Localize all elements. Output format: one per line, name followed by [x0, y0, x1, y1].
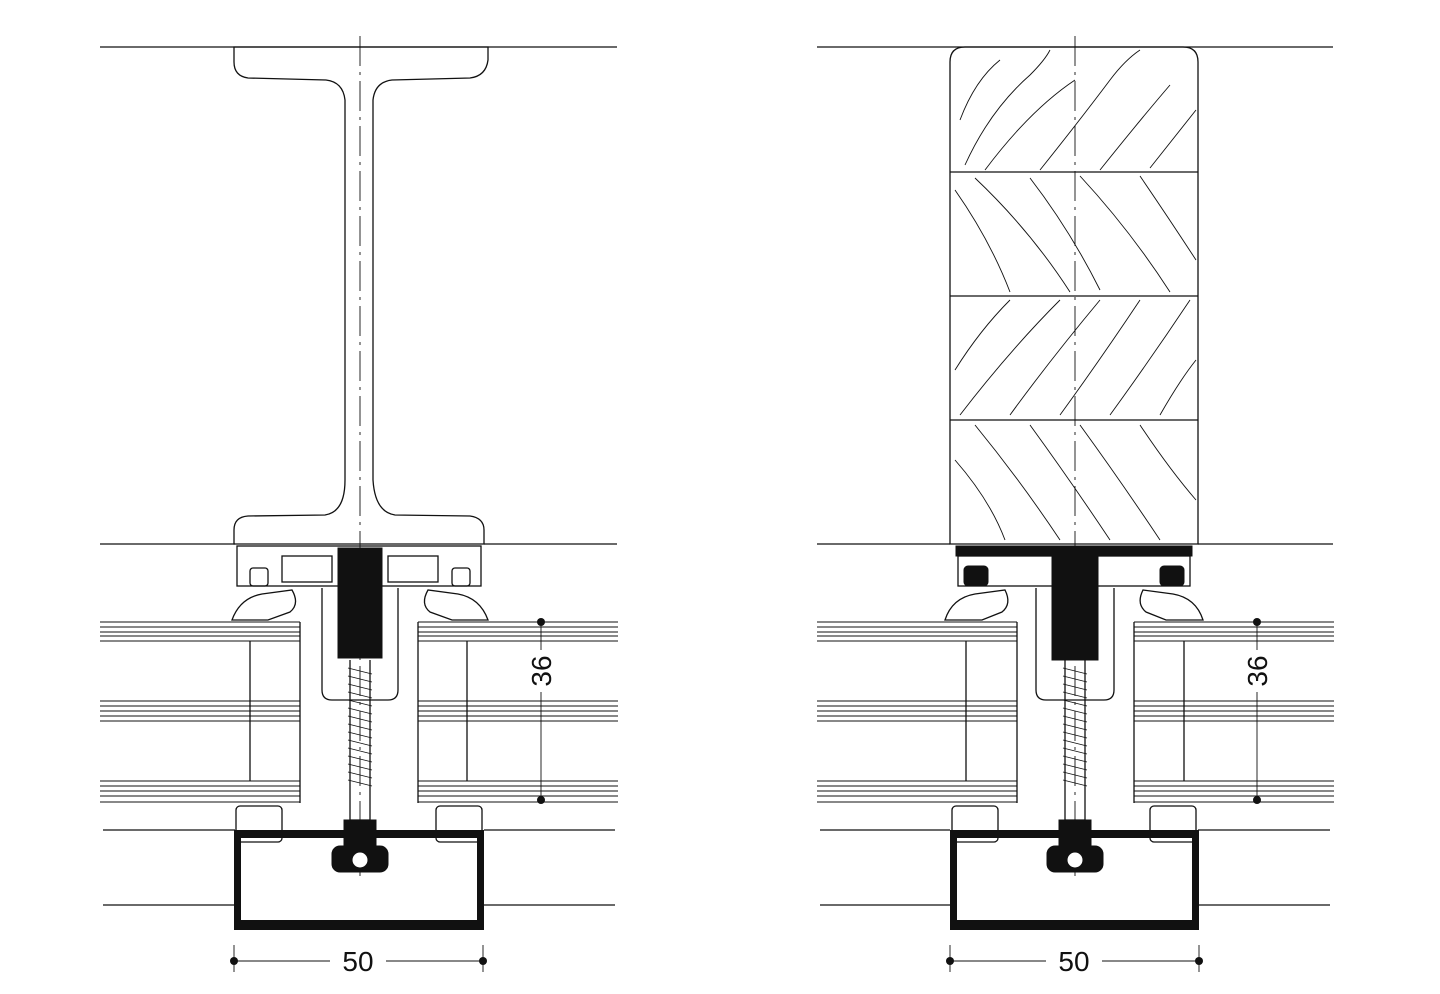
gasket-left	[951, 805, 999, 843]
timber-beam-drawing: 50 36	[816, 36, 1335, 977]
gasket-right	[1149, 805, 1197, 843]
glazing-unit-left	[816, 621, 1018, 803]
dimension-width: 50	[946, 945, 1203, 977]
mullion-profile	[231, 545, 489, 701]
dimension-glass: 36	[526, 618, 557, 804]
mullion-profile	[944, 545, 1204, 701]
dimension-width: 50	[230, 945, 487, 977]
glazing-unit-right	[1133, 621, 1335, 803]
gasket-right	[435, 805, 483, 843]
steel-beam-drawing: 50 36	[99, 36, 619, 977]
dimension-label: 36	[526, 655, 557, 686]
glulam-timber-beam	[949, 46, 1199, 545]
dimension-glass: 36	[1242, 618, 1273, 804]
cover-cap	[950, 830, 1199, 930]
gasket-left	[235, 805, 283, 843]
glazing-unit-left	[99, 621, 301, 803]
dimension-label: 50	[1058, 946, 1089, 977]
dimension-label: 50	[342, 946, 373, 977]
steel-i-beam	[233, 46, 489, 545]
dimension-label: 36	[1242, 655, 1273, 686]
glazing-unit-right	[417, 621, 619, 803]
cover-cap	[234, 830, 484, 930]
